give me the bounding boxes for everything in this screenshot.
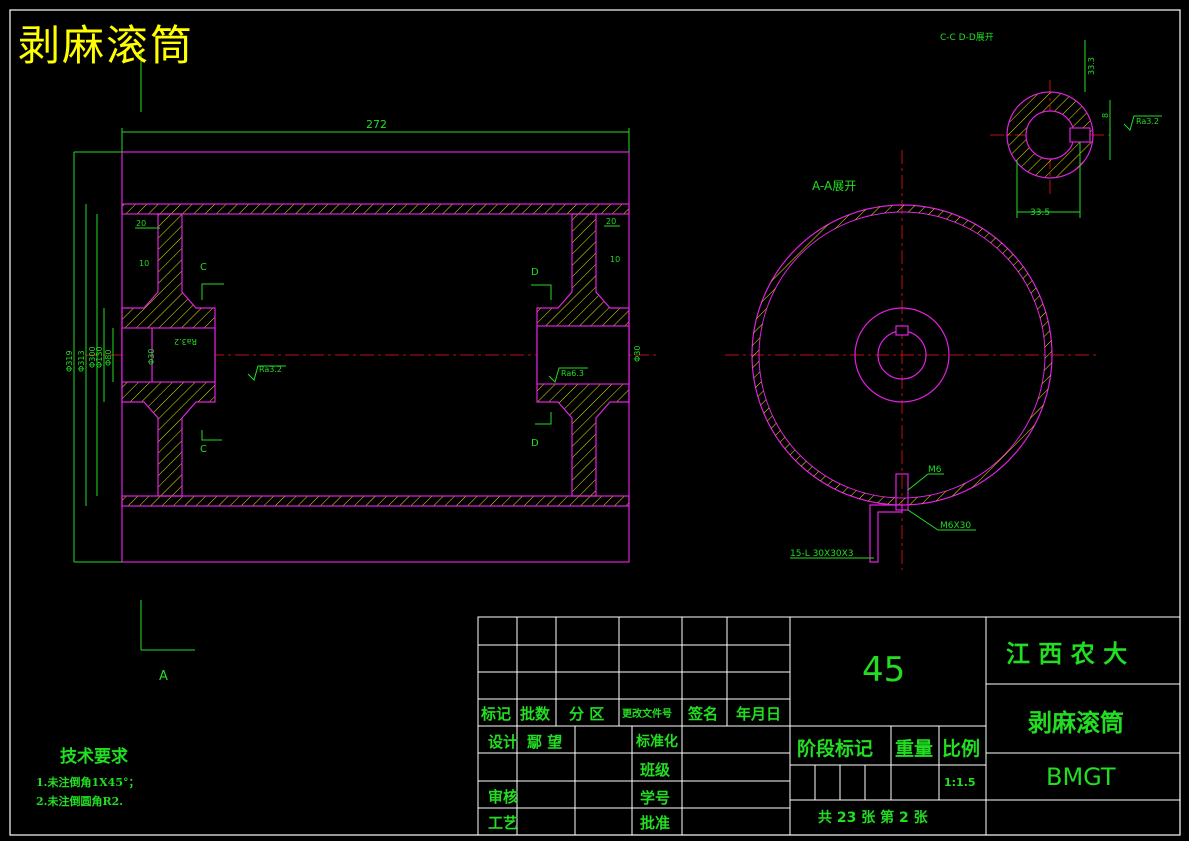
- side-view-aa: M6 M6X30 15-L 30X30X3 A-A展开: [725, 150, 1100, 570]
- tb-scale: 1:1.5: [944, 776, 976, 789]
- tb-stage: 阶段标记: [797, 738, 874, 760]
- section-c-top: C: [200, 262, 207, 273]
- tb-row-gongyi: 工艺: [488, 814, 519, 832]
- tb-row-shenhe: 审核: [488, 788, 519, 806]
- tech-req-title: 技术要求: [60, 747, 128, 767]
- tb-school: 江 西 农 大: [1006, 640, 1128, 668]
- dim-dia-3: Φ300: [88, 346, 97, 368]
- dim-key-height: 33.3: [1087, 57, 1096, 75]
- tb-material: 45: [862, 650, 906, 690]
- dim-web-left: 10: [139, 259, 149, 268]
- tb-sheets: 共 23 张 第 2 张: [818, 810, 928, 826]
- dim-web-right: 10: [610, 255, 620, 264]
- tb-col-fenqu: 分 区: [569, 705, 605, 723]
- rough-left-b: Ra3.2: [259, 365, 282, 374]
- tb-row-biaozhunhua: 标准化: [636, 734, 678, 750]
- tb-designer: 鄢 望: [527, 733, 563, 751]
- aa-view-label: A-A展开: [812, 179, 856, 193]
- rough-left-a: Ra3.2: [174, 337, 197, 346]
- dim-dia-outer: Φ319: [65, 350, 74, 372]
- tb-col-date: 年月日: [736, 705, 782, 723]
- dim-wall-right: 20: [606, 217, 616, 226]
- dim-section-width: 33.5: [1030, 208, 1050, 218]
- tb-col-biaoji: 标记: [481, 705, 512, 723]
- section-d-bottom: D: [531, 438, 539, 449]
- tech-req-item-1: 1.未注倒角1X45°；: [36, 776, 140, 789]
- title-block-grid: [477, 616, 1181, 836]
- tb-row-pizhun: 批准: [640, 814, 671, 832]
- tb-row-xuehao: 学号: [640, 789, 671, 807]
- section-c-bottom: C: [200, 444, 207, 455]
- section-cd-detail: C-C D-D展开 33.5 33.3 8 Ra3.2: [940, 32, 1162, 218]
- tb-col-qianming: 签名: [688, 705, 719, 723]
- tb-row-sheji: 设计: [488, 733, 519, 751]
- tb-code: BMGT: [1046, 763, 1116, 791]
- tb-scale-label: 比例: [942, 738, 981, 760]
- bolt-m6-label: M6: [928, 465, 942, 475]
- tb-col-gengai: 更改文件号: [622, 709, 672, 720]
- view-a-label: A: [159, 669, 168, 684]
- drawing-title: 剥麻滚筒: [18, 21, 195, 70]
- key-rough: Ra3.2: [1136, 117, 1159, 126]
- dim-dia-2: Φ313: [77, 350, 86, 372]
- section-d-top: D: [531, 267, 539, 278]
- dim-key-width: 8: [1101, 113, 1110, 118]
- front-section-view: 272 Φ319 Φ313 Φ300 Φ130 Φ80 Φ30 Φ30 20 2…: [65, 50, 660, 684]
- bolt-m6x30-label: M6X30: [940, 521, 971, 531]
- angle-iron-label: 15-L 30X30X3: [790, 549, 854, 559]
- dim-bore: Φ30: [633, 346, 642, 362]
- rough-right: Ra6.3: [561, 369, 584, 378]
- tech-req-item-2: 2.未注倒圆角R2.: [36, 795, 124, 808]
- dim-dia-6: Φ30: [147, 349, 156, 365]
- tb-weight: 重量: [895, 738, 934, 760]
- tb-row-banji: 班级: [640, 761, 671, 779]
- dim-dia-5: Φ80: [104, 350, 113, 366]
- dim-wall-left: 20: [136, 219, 146, 228]
- dim-dia-4: Φ130: [95, 346, 104, 368]
- dim-length: 272: [366, 118, 387, 131]
- cd-view-label: C-C D-D展开: [940, 32, 994, 43]
- tb-col-pishu: 批数: [520, 705, 551, 723]
- tb-part-name: 剥麻滚筒: [1028, 709, 1124, 737]
